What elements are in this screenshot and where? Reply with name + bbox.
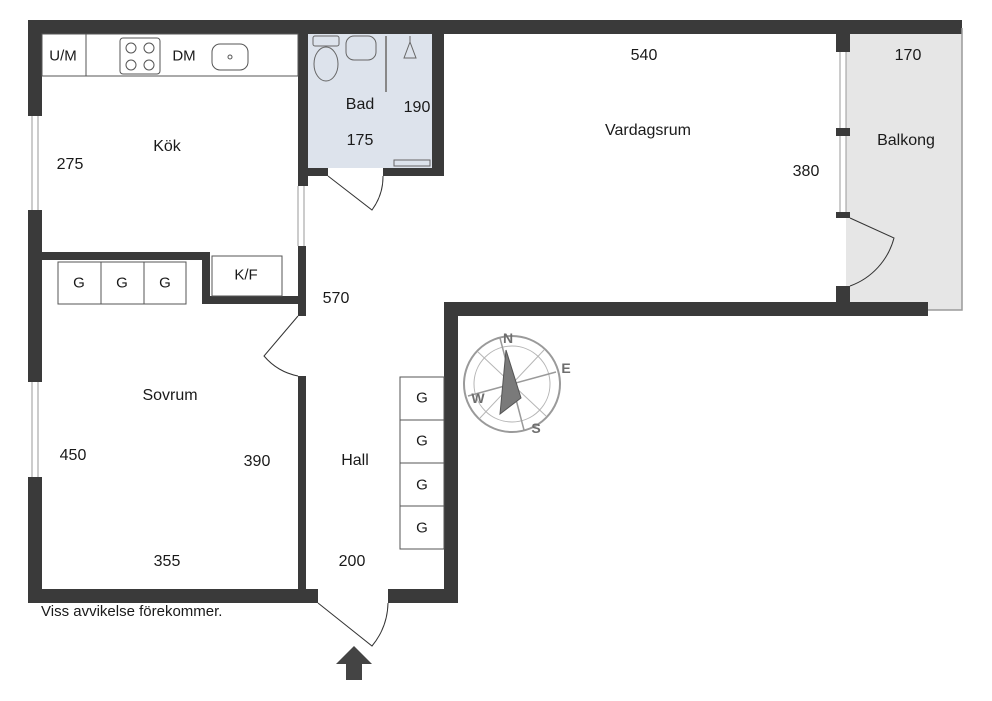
wardrobe-label: G: [73, 274, 85, 292]
shower-icon: [403, 40, 417, 59]
dim-living-height: 380: [792, 163, 820, 180]
sink-icon: [211, 43, 249, 71]
balcony-railing: [928, 28, 963, 311]
dim-bedroom-height: 390: [243, 453, 271, 470]
dim-bedroom-width: 450: [59, 447, 87, 464]
compass-south: S: [531, 420, 541, 436]
compass-east: E: [561, 360, 571, 376]
dim-living-width: 540: [630, 47, 658, 64]
dim-hall-length: 570: [322, 290, 350, 307]
room-label-living: Vardagsrum: [605, 122, 691, 139]
walls: [28, 20, 962, 603]
dim-bath-width: 175: [346, 132, 374, 149]
dishwasher-label: DM: [172, 47, 196, 65]
toilet-icon: [312, 35, 340, 47]
windows: [31, 52, 847, 477]
wardrobe-label: G: [416, 432, 428, 450]
room-label-bedroom: Sovrum: [142, 387, 198, 404]
wardrobe-label: G: [416, 476, 428, 494]
room-label-kitchen: Kök: [153, 138, 181, 155]
disclaimer-note: Viss avvikelse förekommer.: [41, 603, 223, 620]
washbasin-icon: [345, 35, 377, 61]
wardrobe-label: G: [416, 519, 428, 537]
fridge-freezer-label: K/F: [234, 266, 258, 284]
wardrobe-label: G: [159, 274, 171, 292]
compass-west: W: [471, 390, 485, 406]
dim-hall-width: 200: [338, 553, 366, 570]
storage: [57, 255, 445, 550]
wardrobe-label: G: [116, 274, 128, 292]
compass-icon: [463, 335, 561, 433]
balcony-floor: [846, 28, 962, 310]
compass-north: N: [502, 330, 514, 346]
dim-bath-height: 190: [403, 99, 431, 116]
doors: [263, 175, 895, 647]
entrance-arrow-icon: [336, 646, 372, 680]
bath-fixtures: [312, 35, 431, 167]
room-label-hall: Hall: [341, 452, 369, 469]
kitchen-counter: [41, 33, 299, 77]
room-label-bathroom: Bad: [345, 96, 375, 113]
room-label-balcony: Balkong: [877, 132, 935, 149]
washer-label: U/M: [49, 47, 77, 65]
dim-bedroom-bottom: 355: [153, 553, 181, 570]
wardrobe-label: G: [416, 389, 428, 407]
stove-icon: [119, 37, 161, 75]
dim-balcony-width: 170: [894, 47, 922, 64]
dim-kitchen-width: 275: [56, 156, 84, 173]
